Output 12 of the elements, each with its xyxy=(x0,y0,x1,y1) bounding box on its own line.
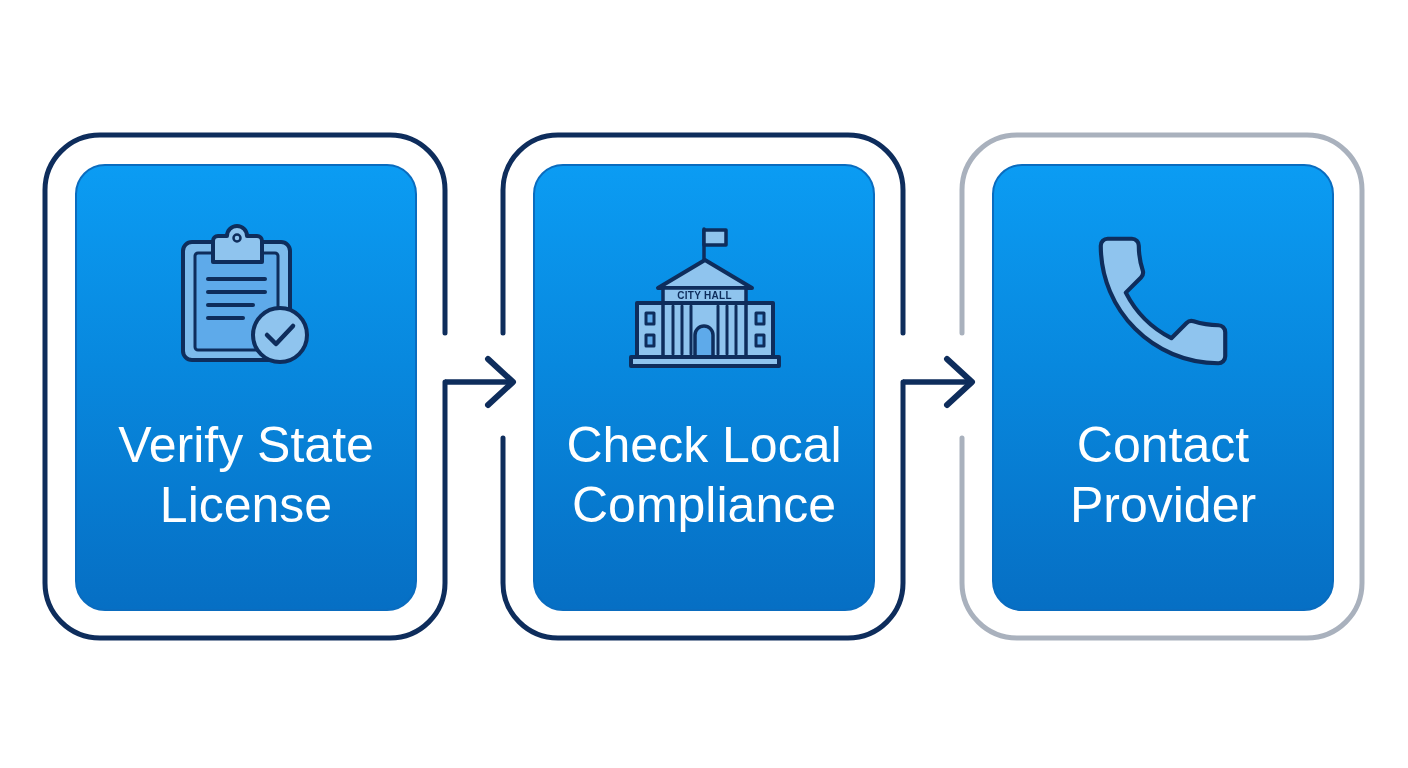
step-card xyxy=(533,164,875,611)
step-frame xyxy=(42,132,448,641)
step-card xyxy=(75,164,417,611)
step-title: Verify State License xyxy=(117,416,375,535)
sign-text: CITY HALL xyxy=(676,289,733,303)
step-title: Contact Provider xyxy=(1068,416,1258,535)
step-card xyxy=(992,164,1334,611)
arrow xyxy=(445,356,516,408)
arrow xyxy=(903,356,975,408)
step-frame xyxy=(959,132,1365,641)
step-frame xyxy=(500,132,906,641)
step-title: Check Local Compliance xyxy=(565,416,843,535)
